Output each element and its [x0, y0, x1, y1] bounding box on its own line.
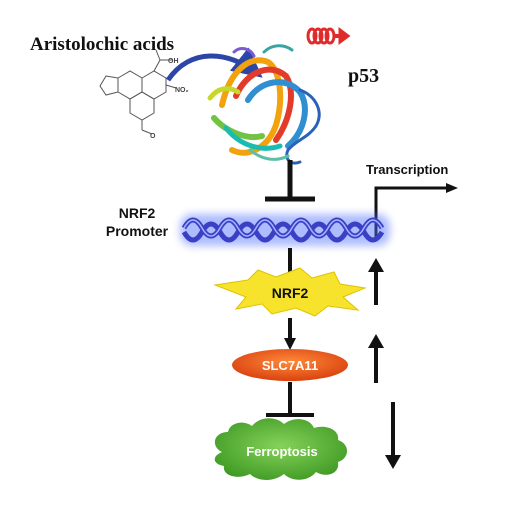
- nrf2-promoter-dna: [180, 214, 390, 246]
- slc7a11-label: SLC7A11: [262, 358, 318, 373]
- ome-group-label: O: [150, 133, 156, 140]
- ferroptosis-label: Ferroptosis: [246, 444, 318, 459]
- p53-protein-structure: [207, 44, 321, 165]
- no2-group-label: NO₂: [175, 87, 189, 94]
- upregulation-arrow-transcription: [368, 258, 384, 305]
- slc7a11-inhibits-ferroptosis: [266, 382, 314, 417]
- ferroptosis-node: [214, 418, 347, 480]
- p53-label: p53: [348, 65, 379, 87]
- promoter-label-line2: Promoter: [106, 223, 169, 239]
- promoter-label-line1: NRF2: [119, 205, 156, 221]
- nrf2-burst: [213, 267, 367, 317]
- binding-arrow: [165, 47, 263, 82]
- nrf2-to-slc7a11-arrow: [284, 318, 296, 350]
- oh-group-label: OH: [168, 58, 179, 65]
- downregulation-arrow-ferroptosis: [385, 402, 401, 469]
- chemical-structure: [99, 49, 177, 135]
- slc7a11-node: [232, 349, 348, 381]
- p53-inhibits-promoter: [265, 160, 315, 202]
- nrf2-label: NRF2: [272, 285, 309, 301]
- transcription-label: Transcription: [366, 162, 448, 177]
- p53-helix: [306, 27, 351, 45]
- compound-label: Aristolochic acids: [30, 34, 174, 55]
- upregulation-arrow-nrf2: [368, 334, 384, 383]
